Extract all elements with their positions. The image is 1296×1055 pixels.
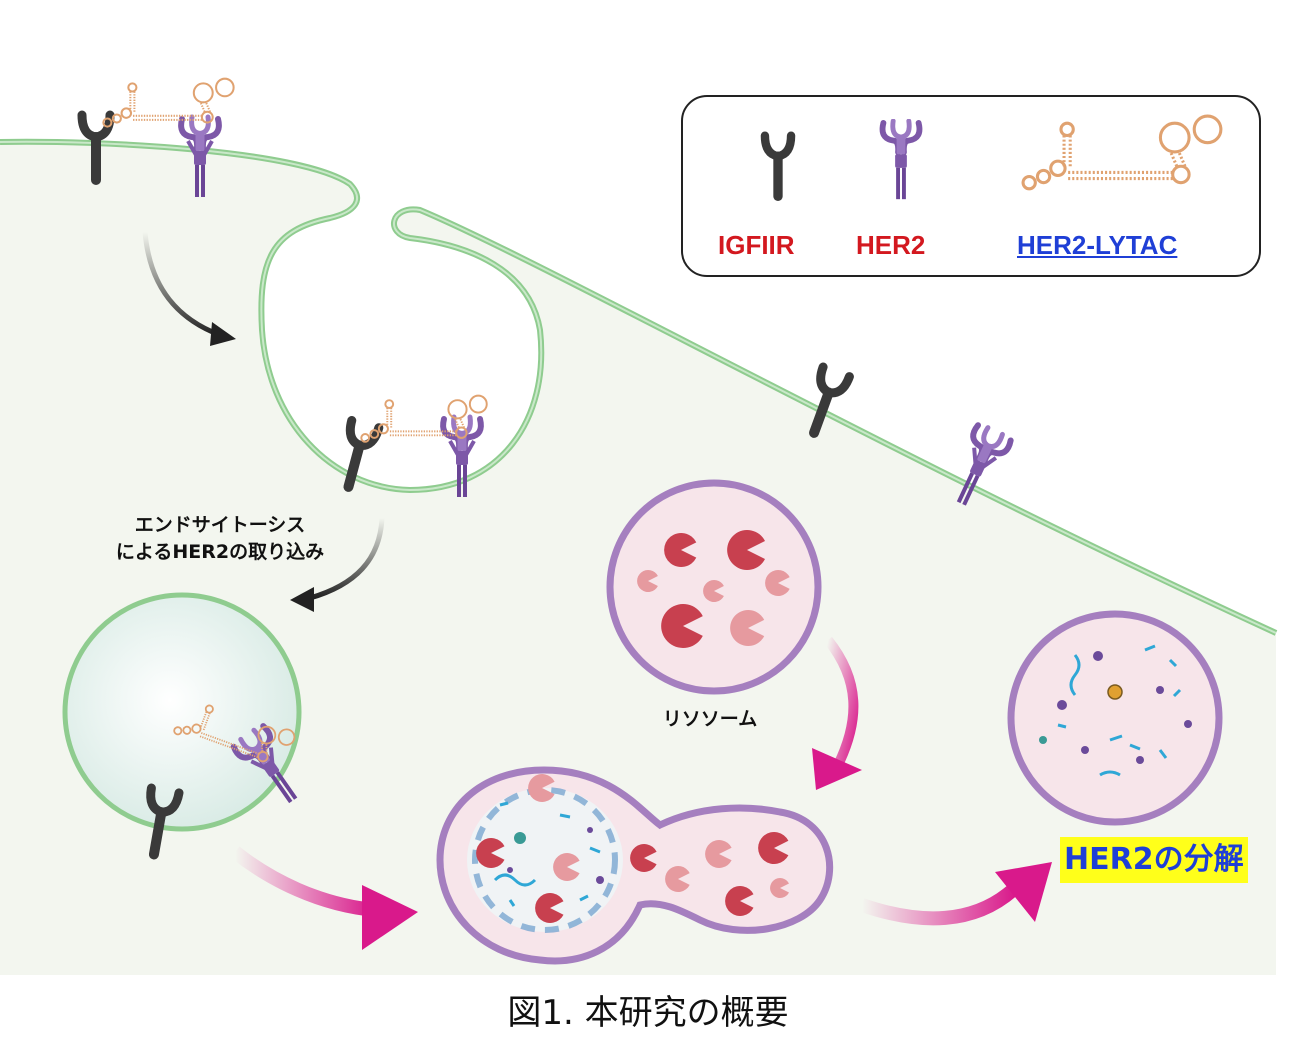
- arrow-entry: [230, 846, 376, 917]
- arrow-internalize: [142, 231, 221, 338]
- degradation-fragments: [1039, 644, 1192, 777]
- endosome: [62, 592, 302, 832]
- her2-lytac-aptamer-icon: [1021, 114, 1223, 191]
- legend-label-her2-lytac: HER2-LYTAC: [1017, 230, 1178, 260]
- endocytosis-note-line1: エンドサイトーシス: [134, 514, 306, 536]
- legend-label-her2: HER2: [856, 230, 926, 260]
- surface-lytac-1: [102, 77, 235, 128]
- her2-receptor-icon: [879, 119, 923, 200]
- arrow-endocytosis: [309, 517, 385, 601]
- degradation-label: HER2の分解: [1060, 837, 1248, 883]
- endocytosis-note-line2: によるHER2の取り込み: [115, 541, 325, 563]
- arrow-lysosome-fusion: [824, 636, 859, 768]
- legend-panel: IGFIIR HER2 HER2-LYTAC: [681, 95, 1261, 277]
- figure-caption: 図1. 本研究の概要: [507, 993, 789, 1033]
- endocytosis-note: エンドサイトーシス によるHER2の取り込み: [85, 512, 355, 566]
- arrow-degradation: [859, 882, 1020, 926]
- endolysosome-contents: [476, 774, 789, 923]
- degraded-lysosome: [1007, 610, 1223, 826]
- igfiir-receptor-icon: [760, 131, 796, 201]
- lysosome-label: リソソーム: [662, 708, 758, 730]
- legend-label-igfiir: IGFIIR: [718, 230, 795, 260]
